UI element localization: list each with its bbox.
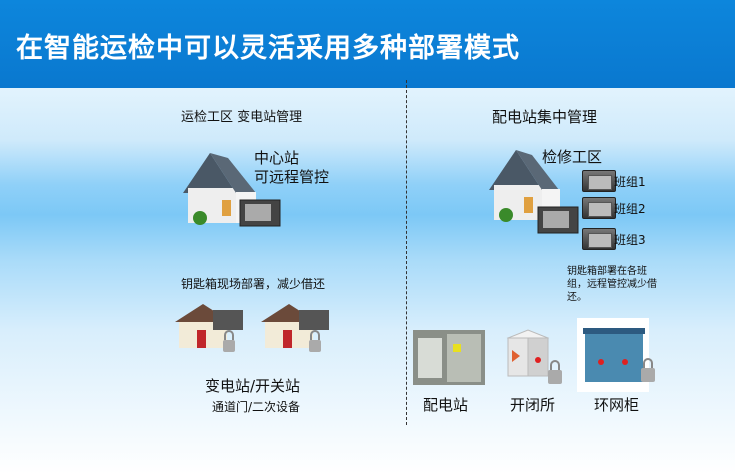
left-note: 钥匙箱现场部署，减少借还 xyxy=(181,277,326,291)
right-heading: 配电站集中管理 xyxy=(492,108,598,126)
site-switching-station: 开闭所 xyxy=(510,396,556,414)
page-title: 在智能运检中可以灵活采用多种部署模式 xyxy=(16,33,520,64)
switching-station-icon xyxy=(506,329,562,384)
ring-main-unit-photo xyxy=(577,318,655,392)
workshop-label: 检修工区 xyxy=(542,148,603,166)
team-3: 班组3 xyxy=(614,233,646,247)
site-ring-main-unit: 环网柜 xyxy=(594,396,640,414)
house-icon xyxy=(183,153,281,227)
key-box-icon xyxy=(582,197,616,219)
center-line2: 可远程管控 xyxy=(254,168,330,186)
substation-houses-icon xyxy=(175,304,329,352)
key-box-icon xyxy=(582,170,616,192)
center-line1: 中心站 xyxy=(254,149,300,167)
site-distribution-station: 配电站 xyxy=(423,396,469,414)
title-bar: 在智能运检中可以灵活采用多种部署模式 xyxy=(0,0,735,88)
team-1: 班组1 xyxy=(614,175,646,189)
key-box-icon xyxy=(582,228,616,250)
divider xyxy=(406,80,407,425)
distribution-station-photo xyxy=(413,330,485,385)
workshop-house-icon xyxy=(489,150,579,234)
right-note: 钥匙箱部署在各班组，远程管控减少借还。 xyxy=(567,266,657,303)
station-label: 变电站/开关站 xyxy=(205,377,301,395)
station-sub: 通道门/二次设备 xyxy=(212,400,301,414)
left-heading: 运检工区 变电站管理 xyxy=(181,110,303,125)
team-2: 班组2 xyxy=(614,202,646,216)
